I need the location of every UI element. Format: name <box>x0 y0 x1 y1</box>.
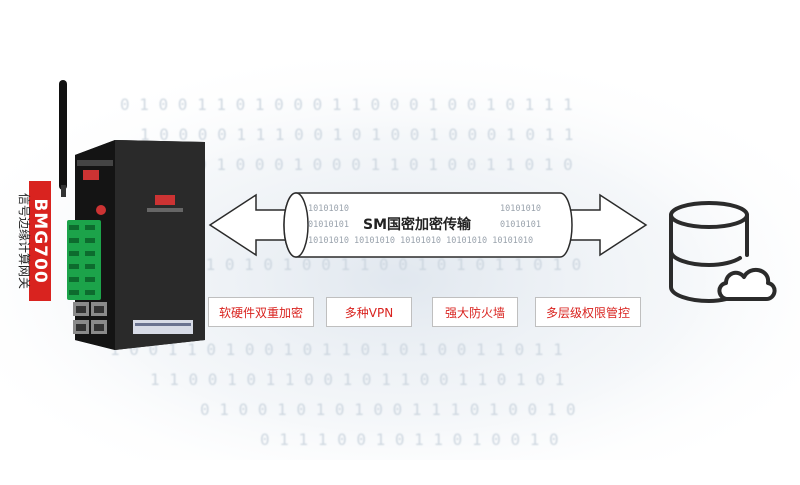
feature-firewall: 强大防火墙 <box>432 297 518 327</box>
binary-row-bottom: 10101010 10101010 10101010 10101010 1010… <box>308 236 533 246</box>
svg-text:0 1 0 0 1 0 1 0 1 0 0 1 1 1 0: 0 1 0 0 1 0 1 0 1 0 0 1 1 1 0 1 0 0 1 0 <box>200 400 576 419</box>
transfer-title: SM国密加密传输 <box>362 217 471 233</box>
svg-text:0 0 1 1 0 1 0 0 0 1 0 0 0 1 1: 0 0 1 1 0 1 0 0 0 1 0 0 0 1 1 0 1 0 0 1 … <box>120 155 573 174</box>
svg-text:0 1 0 0 1 1 0 1 0 0 0 1 1 0 0: 0 1 0 0 1 1 0 1 0 0 0 1 1 0 0 0 1 0 0 1 … <box>120 95 573 114</box>
database-cloud-icon <box>669 201 777 304</box>
svg-text:0 1 1 1 0 0 1 0 1 1 0 1 0 0 1: 0 1 1 1 0 0 1 0 1 1 0 1 0 0 1 0 <box>260 430 559 449</box>
binary-row-mid-left: 01010101 <box>308 220 349 230</box>
product-subtitle: 信号边缘计算网关 <box>17 192 31 289</box>
product-label: BMG700 信号边缘计算网关 <box>17 180 60 320</box>
binary-row-mid-right: 01010101 <box>500 220 541 230</box>
feature-permission-control: 多层级权限管控 <box>535 297 641 327</box>
binary-row-top-left: 10101010 <box>308 204 349 214</box>
svg-text:1 1 0 0 1 0 1 1 0 0 1 0 1 1 0: 1 1 0 0 1 0 1 1 0 0 1 0 1 1 0 0 1 1 0 1 … <box>150 370 564 389</box>
svg-text:1 0 0 0 0 1 1 1 0 0 1 0 1 0 0: 1 0 0 0 0 1 1 1 0 0 1 0 1 0 0 1 0 0 0 1 … <box>140 125 573 144</box>
binary-row-top-right: 10101010 <box>500 204 541 214</box>
gateway-device-image <box>59 80 205 350</box>
feature-vpn: 多种VPN <box>326 297 412 327</box>
svg-text:1 0 0 1 1 0 1 0 0 1 0 1 1 0 1: 1 0 0 1 1 0 1 0 0 1 0 1 1 0 1 0 1 0 0 1 … <box>110 340 563 359</box>
feature-dual-encryption: 软硬件双重加密 <box>208 297 314 327</box>
transfer-arrow: 10101010 10101010 01010101 01010101 1010… <box>208 192 648 258</box>
svg-text:0 1 1 0 1 1 1 0 1 0 1 0 0 1 1: 0 1 1 0 1 1 1 0 1 0 1 0 0 1 1 0 0 1 0 1 … <box>90 255 581 274</box>
